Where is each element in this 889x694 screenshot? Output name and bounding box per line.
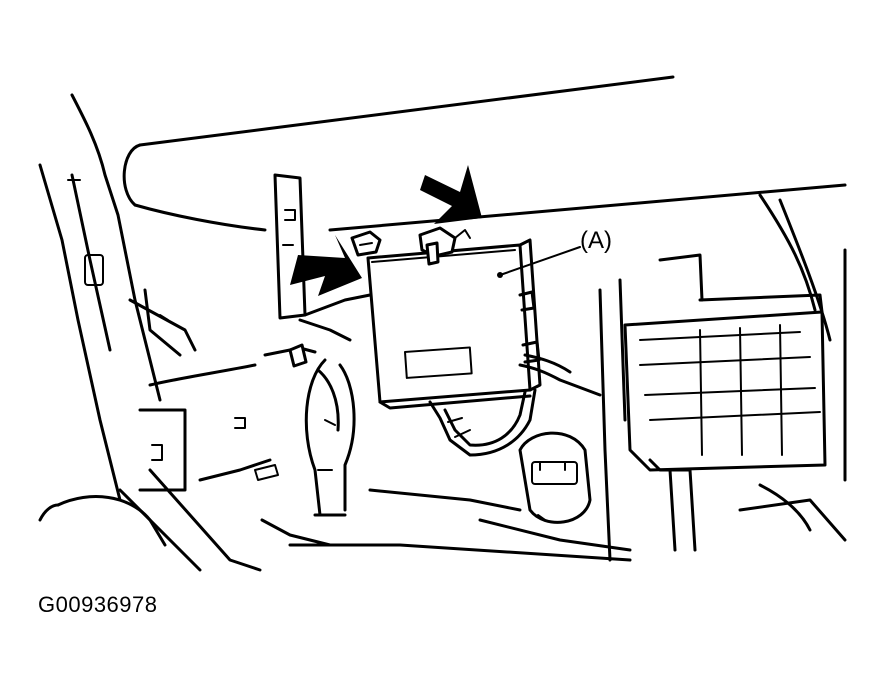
mounting-nuts (350, 226, 471, 266)
lower-frame (118, 468, 632, 572)
control-unit (366, 238, 542, 410)
callout-a-label: (A) (580, 227, 612, 254)
hook-assembly (234, 343, 356, 517)
figure-id: G00936978 (38, 592, 158, 617)
round-connector (518, 431, 592, 524)
arrow-down-left-icon (290, 235, 362, 296)
left-trim-panel (38, 93, 279, 547)
arrow-down-right-icon (420, 165, 482, 224)
right-frame (598, 193, 847, 562)
wiring-harness (428, 353, 602, 457)
relay-block (623, 253, 827, 472)
callout-dot (497, 272, 503, 278)
callout-a: (A) (502, 227, 612, 275)
dashboard-beam (122, 75, 847, 232)
